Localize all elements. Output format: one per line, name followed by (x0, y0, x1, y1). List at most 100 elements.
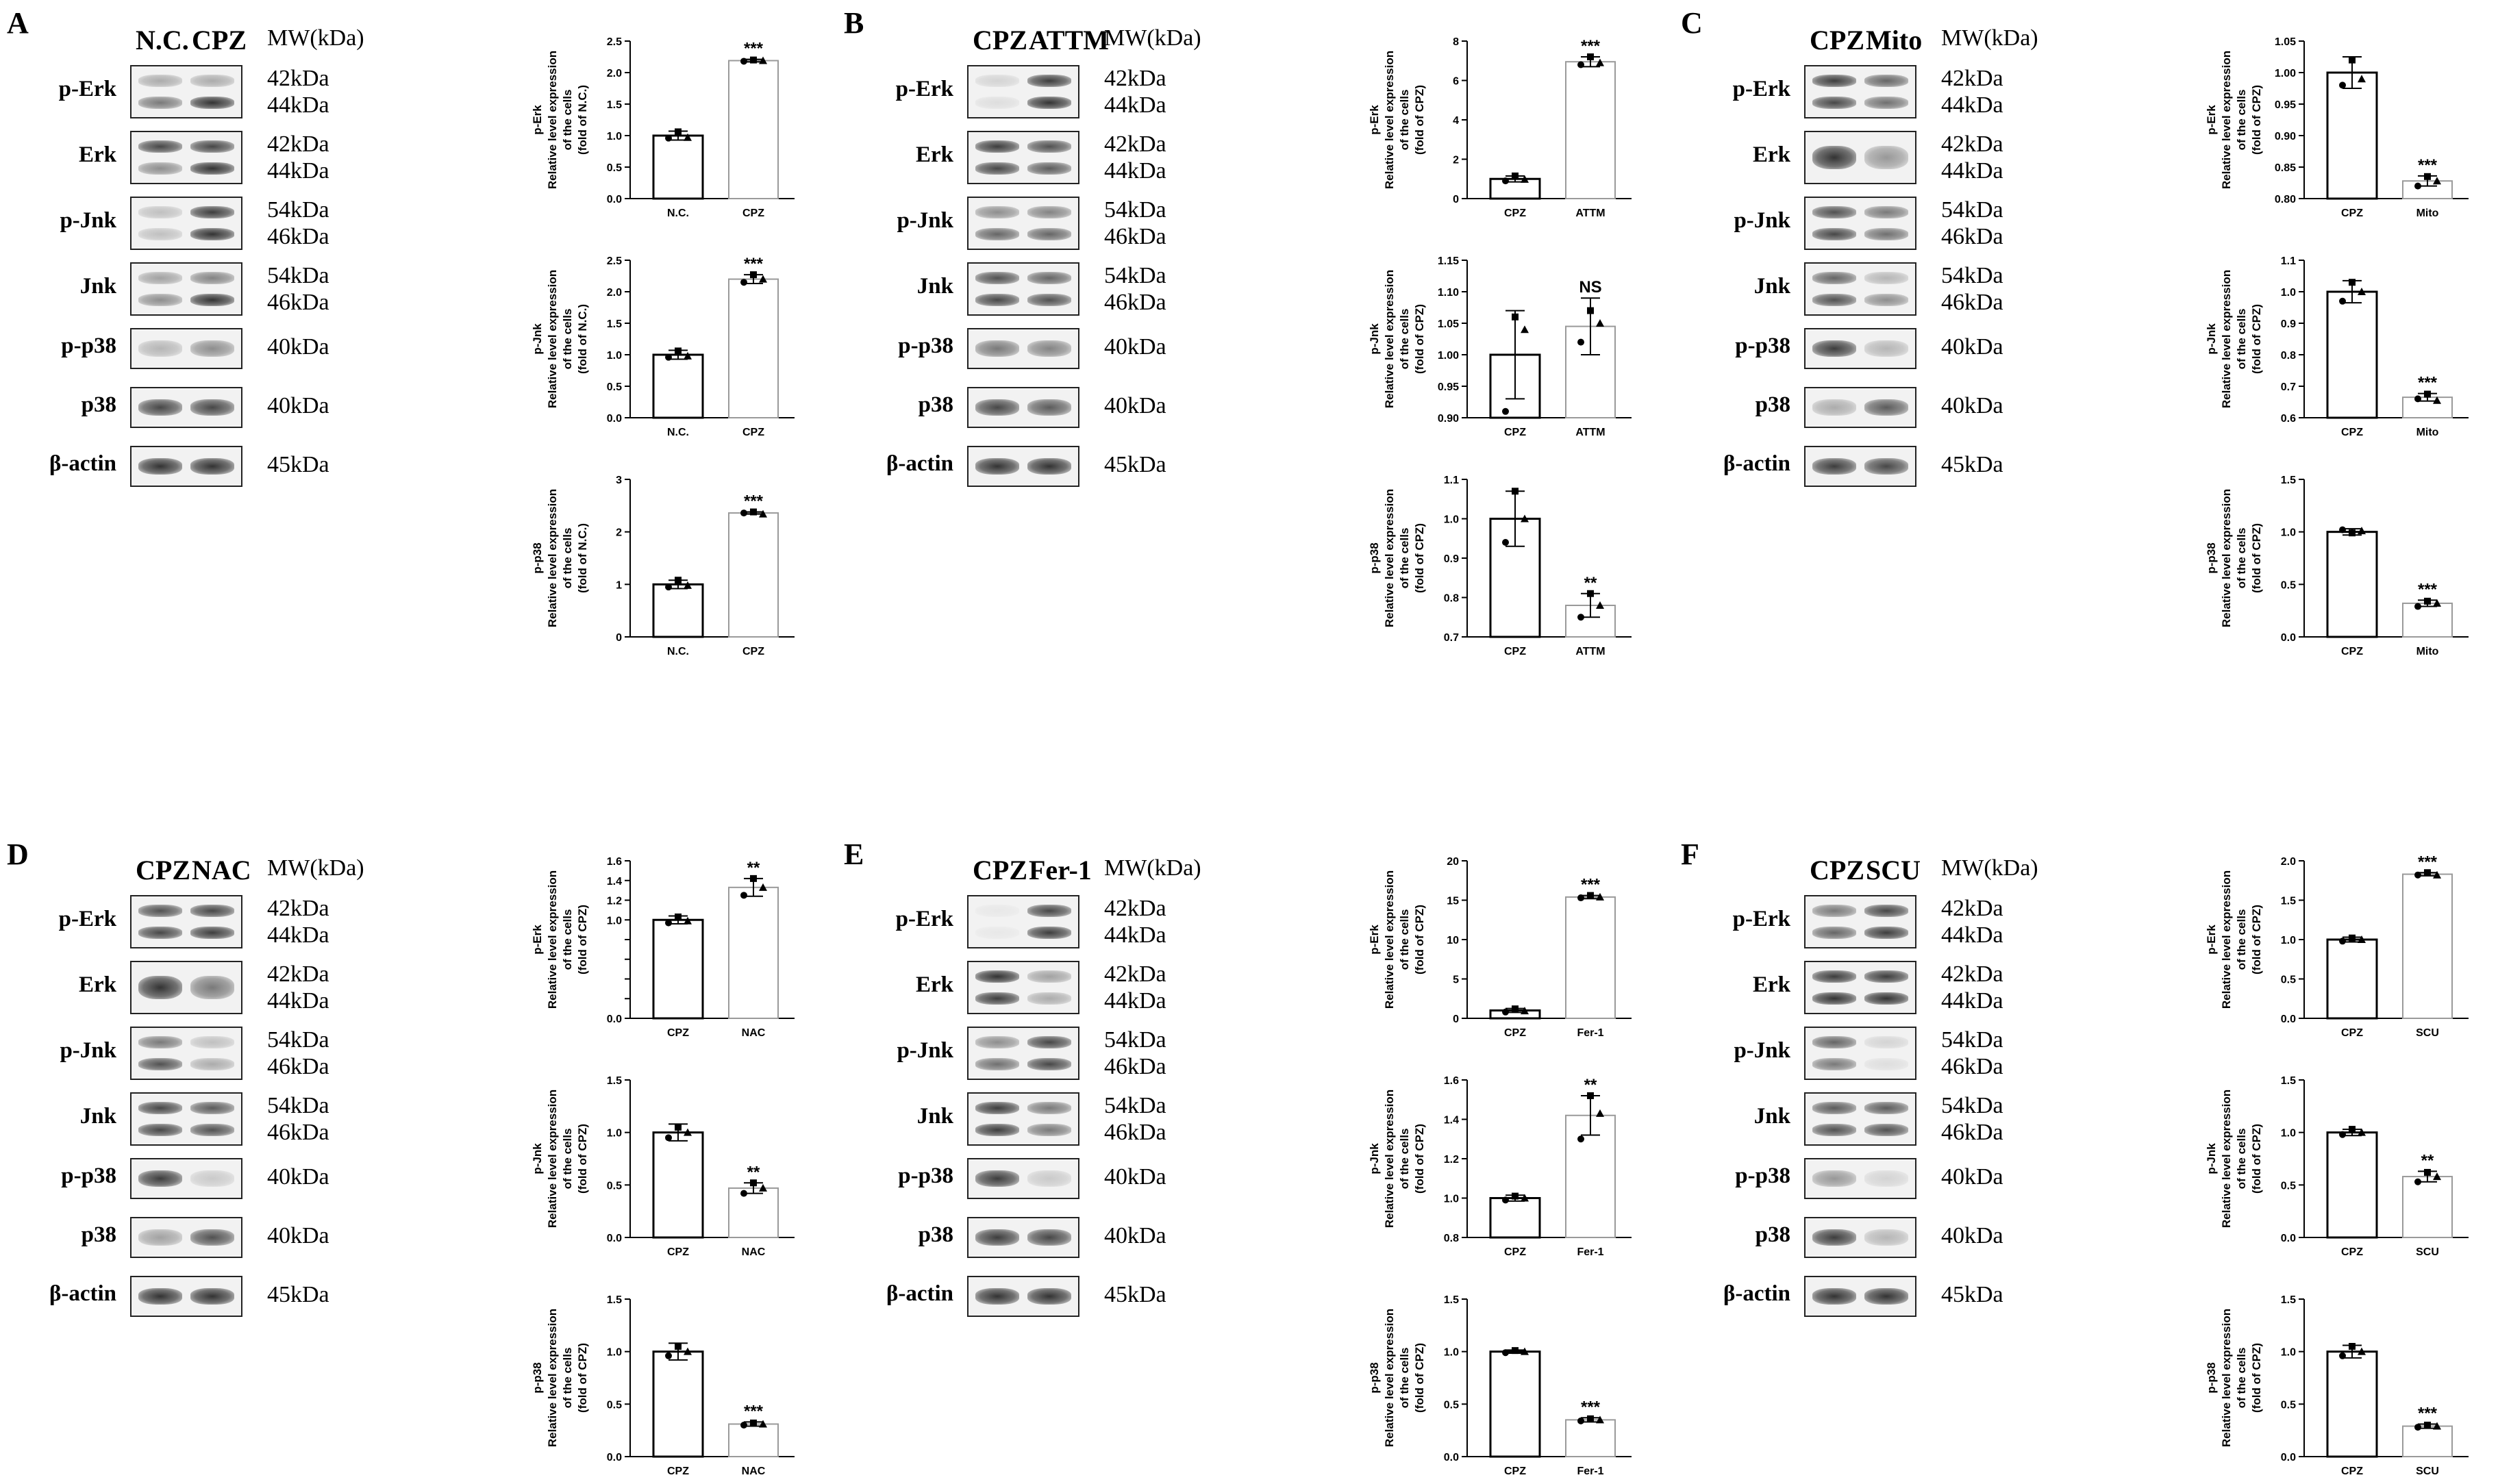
protein-band (1027, 140, 1071, 153)
mw-value: 42kDa (1941, 896, 2003, 921)
y-axis-label: Relative level expression (2220, 1090, 2233, 1228)
data-point (1596, 319, 1604, 327)
data-point (750, 875, 757, 882)
mw-value: 40kDa (1104, 1164, 1166, 1190)
data-point (2424, 869, 2431, 877)
y-axis-label: p-p38 (531, 542, 544, 573)
protein-band (138, 1102, 182, 1114)
y-tick-label: 1.2 (607, 896, 622, 907)
y-tick-label: 1.0 (2281, 287, 2296, 299)
molecular-weight: 40kDa (267, 1164, 329, 1190)
bar (652, 1350, 704, 1458)
protein-band (1864, 228, 1908, 240)
significance-marker: *** (2418, 1404, 2438, 1422)
protein-band (138, 97, 182, 109)
mw-value: 46kDa (267, 290, 329, 316)
protein-band (1812, 340, 1856, 357)
bar (1489, 1350, 1541, 1458)
y-tick-label: 1.10 (1438, 287, 1459, 299)
protein-band (1812, 75, 1856, 87)
protein-band (1027, 75, 1071, 87)
protein-band (975, 1288, 1019, 1305)
western-blot-strip (130, 1027, 242, 1080)
y-axis-label: Relative level expression (1383, 1090, 1396, 1228)
protein-label: Jnk (1753, 1104, 1790, 1129)
y-axis-label: (fold of CPZ) (1413, 1124, 1426, 1194)
x-category-label: SCU (2416, 1466, 2439, 1477)
y-tick-label: 10 (1447, 935, 1459, 946)
y-tick-label: 1.4 (607, 876, 622, 888)
y-tick-label: 0 (616, 632, 622, 644)
y-tick-label: 0.0 (607, 413, 622, 425)
panel-label: E (844, 838, 864, 871)
data-point (2358, 1128, 2366, 1136)
protein-band (975, 140, 1019, 153)
data-point (2433, 396, 2441, 404)
significance-marker: *** (1581, 37, 1601, 55)
x-category-label: CPZ (667, 1027, 689, 1039)
molecular-weight: 45kDa (267, 451, 329, 478)
protein-band (138, 140, 182, 153)
y-axis-label: of the cells (1398, 528, 1411, 589)
protein-band (1812, 927, 1856, 939)
y-tick-label: 15 (1447, 896, 1459, 907)
y-tick-label: 0.5 (1444, 1399, 1459, 1411)
mw-value: 46kDa (1104, 1120, 1166, 1146)
y-axis-label: of the cells (2235, 528, 2248, 589)
y-axis-label: of the cells (2235, 909, 2248, 970)
protein-band (190, 340, 234, 357)
data-point (2414, 182, 2421, 190)
significance-marker: ** (1584, 1076, 1597, 1094)
y-axis-label: p-Erk (1368, 105, 1381, 135)
protein-band (1027, 1288, 1071, 1305)
lane-label: N.C. (136, 25, 189, 55)
data-point (740, 58, 747, 65)
protein-band (1812, 1170, 1856, 1187)
x-category-label: CPZ (742, 207, 764, 219)
bar (2402, 1425, 2453, 1458)
y-tick-label: 0.5 (2281, 579, 2296, 591)
lane-label: CPZ (973, 855, 1027, 885)
bar (1565, 1419, 1616, 1457)
data-point (2433, 1172, 2441, 1181)
protein-band (975, 399, 1019, 416)
y-axis-label: (fold of CPZ) (2250, 523, 2263, 593)
protein-band (138, 294, 182, 306)
x-category-label: CPZ (2341, 1466, 2363, 1477)
protein-band (1864, 272, 1908, 284)
x-category-label: N.C. (667, 646, 689, 657)
protein-band (1864, 1170, 1908, 1187)
mw-value: 54kDa (1104, 1027, 1166, 1053)
y-axis-label: (fold of CPZ) (1413, 905, 1426, 974)
data-point (759, 1183, 767, 1192)
protein-band (1027, 399, 1071, 416)
western-blot-strip (1804, 1092, 1916, 1146)
protein-label: p-p38 (61, 334, 116, 358)
western-blot-strip (967, 1276, 1079, 1317)
data-point (2433, 177, 2441, 185)
y-tick-label: 8 (1453, 36, 1459, 48)
mw-value: 46kDa (267, 1120, 329, 1146)
data-point (2339, 297, 2346, 305)
significance-marker: *** (744, 255, 764, 273)
molecular-weight: 45kDa (1104, 1281, 1166, 1308)
protein-band (1027, 1102, 1071, 1114)
y-axis-label: Relative level expression (546, 51, 559, 189)
x-category-label: Fer-1 (1577, 1466, 1603, 1477)
y-axis-label: p-Jnk (2205, 1143, 2218, 1174)
protein-band (138, 399, 182, 416)
data-point (1502, 177, 1509, 185)
y-axis-label: (fold of CPZ) (1413, 304, 1426, 374)
western-blot-strip (1804, 1217, 1916, 1258)
y-axis-label: (fold of CPZ) (576, 905, 589, 974)
y-tick-label: 0 (1453, 194, 1459, 205)
y-tick-label: 0.0 (2281, 1452, 2296, 1463)
